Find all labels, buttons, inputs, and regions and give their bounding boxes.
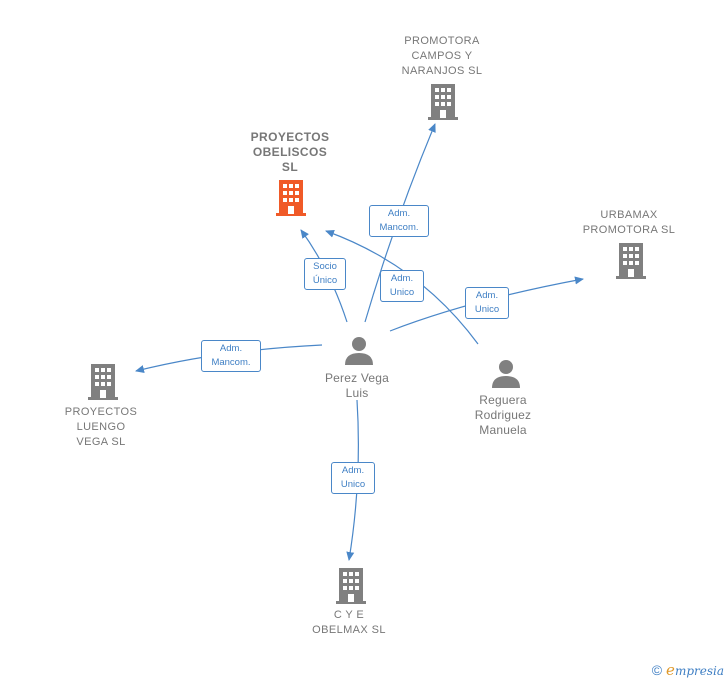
relation-badge-socio-unico: Socio Único [304, 258, 346, 290]
footer-brand: © empresia [652, 661, 724, 679]
building-icon[interactable] [88, 364, 118, 400]
relation-badge-line: Adm. [475, 290, 499, 301]
relation-badge-line: Adm. [390, 273, 414, 284]
company-label-cye[interactable]: C Y E OBELMAX SL [312, 609, 386, 636]
relation-badge-line: Socio [313, 261, 337, 272]
building-icon[interactable] [336, 568, 366, 604]
relation-badge-line: Unico [340, 479, 366, 490]
person-icon[interactable] [344, 335, 374, 365]
relation-badge-adm-unico: Adm. Unico [465, 287, 509, 319]
building-icon-focus[interactable] [276, 180, 306, 216]
brand-name: mpresia [674, 664, 724, 678]
relation-badge-line: Mancom. [379, 222, 419, 233]
relation-badge-line: Adm. [219, 343, 243, 354]
building-icon[interactable] [428, 84, 458, 120]
relation-badge-line: Unico [389, 287, 415, 298]
building-icon[interactable] [616, 243, 646, 279]
company-label-urbamax[interactable]: URBAMAX PROMOTORA SL [582, 209, 676, 236]
relation-badge-adm-mancom: Adm. Mancom. [369, 205, 429, 237]
company-label-proyectos-obeliscos[interactable]: PROYECTOS OBELISCOS SL [250, 130, 330, 174]
person-label-perez[interactable]: Perez Vega Luis [324, 371, 390, 400]
person-icon[interactable] [491, 358, 521, 388]
relation-badge-adm-mancom: Adm. Mancom. [201, 340, 261, 372]
relation-badge-line: Único [312, 275, 338, 286]
person-label-reguera[interactable]: Reguera Rodriguez Manuela [474, 393, 532, 437]
relation-badge-line: Unico [474, 304, 500, 315]
brand-initial: e [666, 661, 675, 679]
relation-badge-line: Adm. [387, 208, 411, 219]
relation-badge-line: Adm. [341, 465, 365, 476]
company-label-proyectos-luengo[interactable]: PROYECTOS LUENGO VEGA SL [64, 406, 138, 448]
relation-badge-adm-unico: Adm. Unico [331, 462, 375, 494]
company-label-promotora[interactable]: PROMOTORA CAMPOS Y NARANJOS SL [401, 35, 483, 77]
relation-badge-line: Mancom. [211, 357, 251, 368]
brand-logo[interactable]: empresia [666, 661, 724, 679]
relation-badge-adm-unico: Adm. Unico [380, 270, 424, 302]
copyright-icon: © [651, 662, 663, 678]
